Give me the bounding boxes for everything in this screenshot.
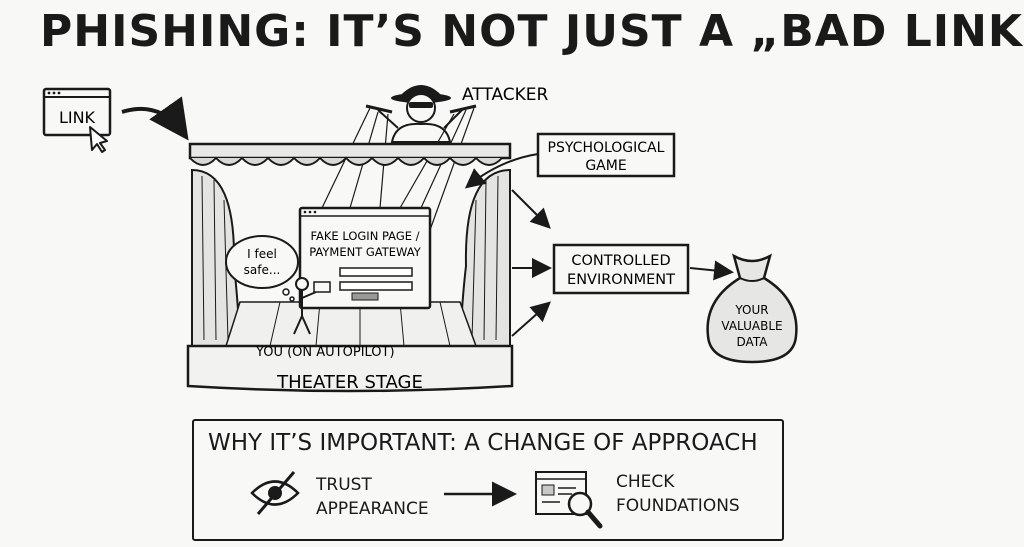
crossed-eye-icon bbox=[250, 471, 300, 515]
trust-line2: APPEARANCE bbox=[316, 499, 429, 519]
fake-page-line2: PAYMENT GATEWAY bbox=[309, 245, 422, 259]
psychological-game-box: PSYCHOLOGICAL GAME bbox=[536, 132, 676, 178]
link-window-icon: LINK bbox=[42, 87, 112, 137]
psych-line2: GAME bbox=[585, 158, 626, 174]
you-figure bbox=[293, 277, 331, 335]
fake-login-page: FAKE LOGIN PAGE / PAYMENT GATEWAY bbox=[298, 206, 432, 310]
page-title: PHISHING: IT’S NOT JUST A „BAD LINK” bbox=[40, 6, 1024, 57]
link-to-stage-arrow bbox=[121, 96, 189, 141]
env-to-bag-arrow bbox=[689, 260, 734, 281]
attacker-figure bbox=[365, 85, 477, 143]
link-label: LINK bbox=[59, 108, 96, 127]
thought-bubble: I feel safe... bbox=[225, 235, 299, 302]
why-important-box bbox=[192, 419, 784, 541]
stage-to-env-arrow-bottom bbox=[511, 301, 551, 337]
psych-line1: PSYCHOLOGICAL bbox=[548, 140, 665, 156]
stage-to-env-arrow-top bbox=[511, 189, 551, 229]
why-title: WHY IT’S IMPORTANT: A CHANGE OF APPROACH bbox=[208, 430, 758, 456]
you-label: YOU (ON AUTOPILOT) bbox=[255, 345, 395, 360]
check-line2: FOUNDATIONS bbox=[616, 496, 740, 516]
psych-to-curtain-arrow bbox=[464, 153, 539, 189]
stage-label: THEATER STAGE bbox=[276, 372, 423, 393]
ctrl-env-line1: CONTROLLED bbox=[571, 253, 670, 269]
ctrl-env-line2: ENVIRONMENT bbox=[567, 272, 675, 288]
check-line1: CHECK bbox=[616, 472, 675, 492]
trust-appearance-label: TRUST APPEARANCE bbox=[316, 473, 429, 521]
bag-line2: VALUABLE bbox=[721, 319, 782, 333]
check-foundations-label: CHECK FOUNDATIONS bbox=[616, 470, 740, 518]
thought-line1: I feel bbox=[247, 247, 277, 261]
bag-line3: DATA bbox=[737, 335, 769, 349]
theater-stage bbox=[186, 142, 514, 393]
data-bag-icon: YOUR VALUABLE DATA bbox=[706, 253, 798, 364]
stage-front bbox=[186, 344, 514, 393]
check-browser-magnifier-icon bbox=[535, 471, 603, 529]
controlled-environment-box: CONTROLLED ENVIRONMENT bbox=[552, 243, 690, 295]
cursor-icon bbox=[89, 126, 108, 153]
thought-line2: safe... bbox=[244, 263, 281, 277]
attacker-label: ATTACKER bbox=[462, 85, 549, 105]
bag-line1: YOUR bbox=[734, 303, 768, 317]
fake-page-line1: FAKE LOGIN PAGE / bbox=[310, 229, 419, 243]
trust-line1: TRUST bbox=[316, 475, 372, 495]
